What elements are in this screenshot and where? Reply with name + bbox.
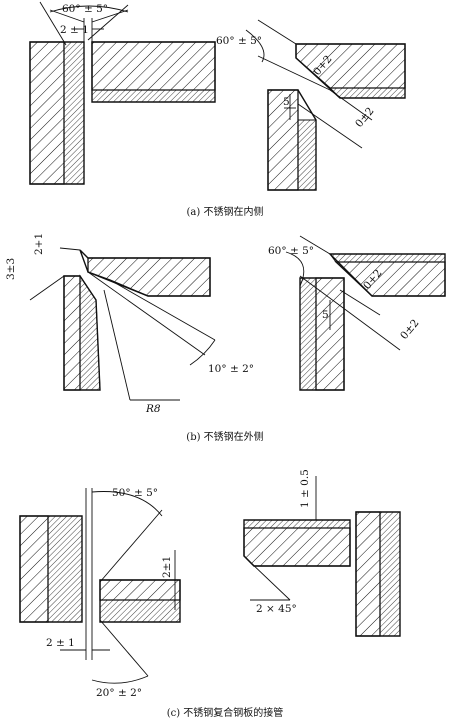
- gap-label: 2 ± 1: [60, 24, 89, 36]
- branch-plate: [243, 527, 351, 567]
- vertical-plate: [315, 277, 345, 391]
- radius-label: R8: [145, 403, 161, 415]
- gap-label: 0±2: [398, 317, 421, 342]
- vertical-clad: [299, 277, 317, 391]
- caption-c: (c) 不锈钢复合钢板的接管: [167, 706, 284, 719]
- land-label: 5: [283, 96, 290, 108]
- vertical-plate: [29, 41, 65, 185]
- dim-label: 3±3: [5, 258, 17, 280]
- joint-c-left: 50° ± 5° 2 ± 1 2±1 20° ± 2°: [19, 487, 181, 699]
- pipe-wall: [355, 511, 381, 637]
- dim-label: 2+1: [33, 233, 45, 255]
- clad-layer: [329, 253, 446, 263]
- angle-label: 60° ± 5°: [62, 3, 108, 15]
- caption-a: (a) 不锈钢在内侧: [187, 205, 264, 218]
- clad-layer: [63, 41, 85, 185]
- horizontal-plate: [87, 257, 211, 297]
- branch-plate: [99, 579, 181, 601]
- pipe-clad: [47, 515, 83, 623]
- joint-b-right: 60° ± 5° 0+2 5 0±2: [268, 235, 446, 391]
- clad-layer: [328, 87, 406, 99]
- horizontal-plate: [91, 41, 216, 91]
- angle-label: 50° ± 5°: [112, 487, 158, 499]
- pipe-clad: [379, 511, 401, 637]
- angle-label: 60° ± 5°: [216, 35, 262, 47]
- horizontal-plate: [334, 261, 446, 297]
- dim-label: 1 ± 0.5: [299, 469, 311, 508]
- joint-a-left: 60° ± 5° 2 ± 1: [29, 1, 216, 185]
- branch-clad: [99, 599, 181, 623]
- clad-label: 2±1: [161, 556, 173, 578]
- angle-label: 60° ± 5°: [268, 245, 314, 257]
- angle-label: 10° ± 2°: [208, 363, 254, 375]
- vertical-clad: [297, 119, 317, 191]
- pipe-wall: [19, 515, 49, 623]
- clad-layer: [243, 519, 351, 529]
- horizontal-clad: [91, 89, 216, 103]
- joint-c-right: 1 ± 0.5 2 × 45°: [243, 469, 401, 637]
- land-label: 5: [322, 309, 329, 321]
- angle-label: 20° ± 2°: [96, 687, 142, 699]
- chamfer-label: 2 × 45°: [256, 603, 297, 615]
- gap-label: 2 ± 1: [46, 637, 75, 649]
- joint-a-right: 60° ± 5° 0+2 5 0±2: [216, 19, 406, 191]
- vertical-plate: [63, 275, 81, 391]
- joint-b-left: 2+1 3±3 10° ± 2° R8: [5, 233, 254, 415]
- caption-b: (b) 不锈钢在外侧: [186, 430, 263, 443]
